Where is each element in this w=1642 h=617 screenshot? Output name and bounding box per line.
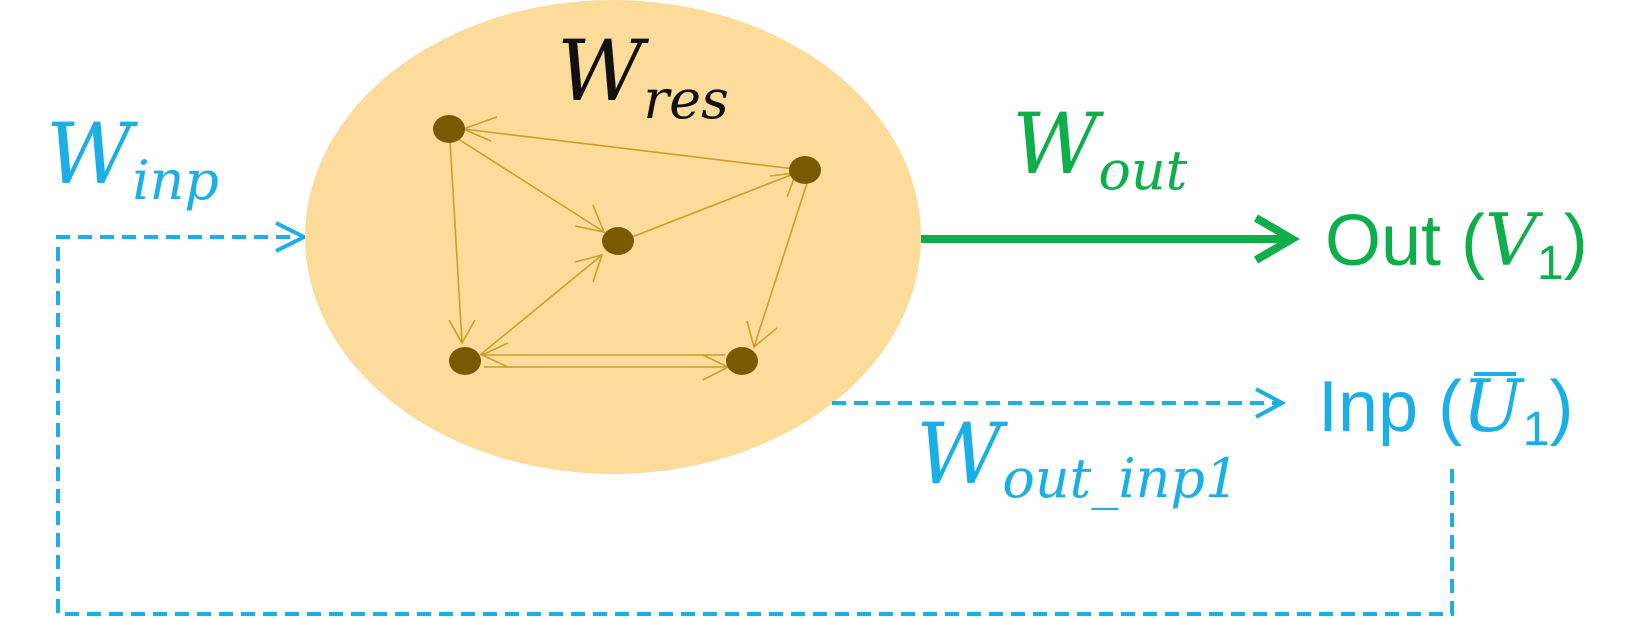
out-inp-arrowhead xyxy=(1255,387,1287,419)
out-suffix: ) xyxy=(1564,201,1588,281)
w-res-base: W xyxy=(557,22,650,120)
w-res-sub: res xyxy=(643,68,728,131)
w-out-base: W xyxy=(1012,95,1105,193)
inp-var: U xyxy=(1462,364,1525,448)
node-top-right xyxy=(789,156,821,184)
output-arrowhead xyxy=(1253,214,1300,264)
w-out-inp1-label: Wout_inp1 xyxy=(916,405,1239,510)
reservoir-edges xyxy=(448,116,809,381)
inp-sub: 1 xyxy=(1523,403,1550,456)
w-out-inp1-base: W xyxy=(916,405,1009,503)
w-res-label: Wres xyxy=(557,22,729,131)
edge-2-4-head xyxy=(746,320,778,349)
inp-label: Inp (U1) xyxy=(1318,364,1573,456)
w-inp-base: W xyxy=(46,105,139,203)
w-out-inp1-sub: out_inp1 xyxy=(1002,447,1239,510)
inp-suffix: ) xyxy=(1549,367,1573,447)
inp-prefix: Inp ( xyxy=(1318,367,1462,447)
node-top-left xyxy=(433,115,465,143)
out-sub: 1 xyxy=(1537,237,1564,290)
edge-1-c-head xyxy=(574,204,606,234)
feedback-loop xyxy=(56,235,1454,616)
node-center xyxy=(602,227,634,255)
edge-1-c xyxy=(451,134,605,233)
node-bottom-left xyxy=(449,347,481,375)
out-label: Out (V1) xyxy=(1325,198,1588,290)
edge-2-1 xyxy=(462,128,804,171)
input-arrowhead xyxy=(275,221,309,253)
edge-4-3-head xyxy=(480,342,509,368)
w-out-label: Wout xyxy=(1012,95,1188,202)
edge-1-3 xyxy=(449,139,463,344)
edge-3-c-head xyxy=(574,253,604,283)
edge-1-3-head xyxy=(448,319,476,345)
feedback-path xyxy=(56,235,1454,616)
edge-c-2 xyxy=(631,172,797,238)
w-inp-sub: inp xyxy=(132,149,219,212)
node-bottom-right xyxy=(726,347,758,375)
out-prefix: Out ( xyxy=(1325,201,1485,281)
w-out-sub: out xyxy=(1098,139,1187,202)
edge-2-4 xyxy=(753,179,809,348)
edge-3-c xyxy=(479,254,603,356)
w-inp-label: Winp xyxy=(46,105,219,212)
reservoir-nodes xyxy=(433,115,821,375)
out-var: V xyxy=(1485,198,1544,282)
